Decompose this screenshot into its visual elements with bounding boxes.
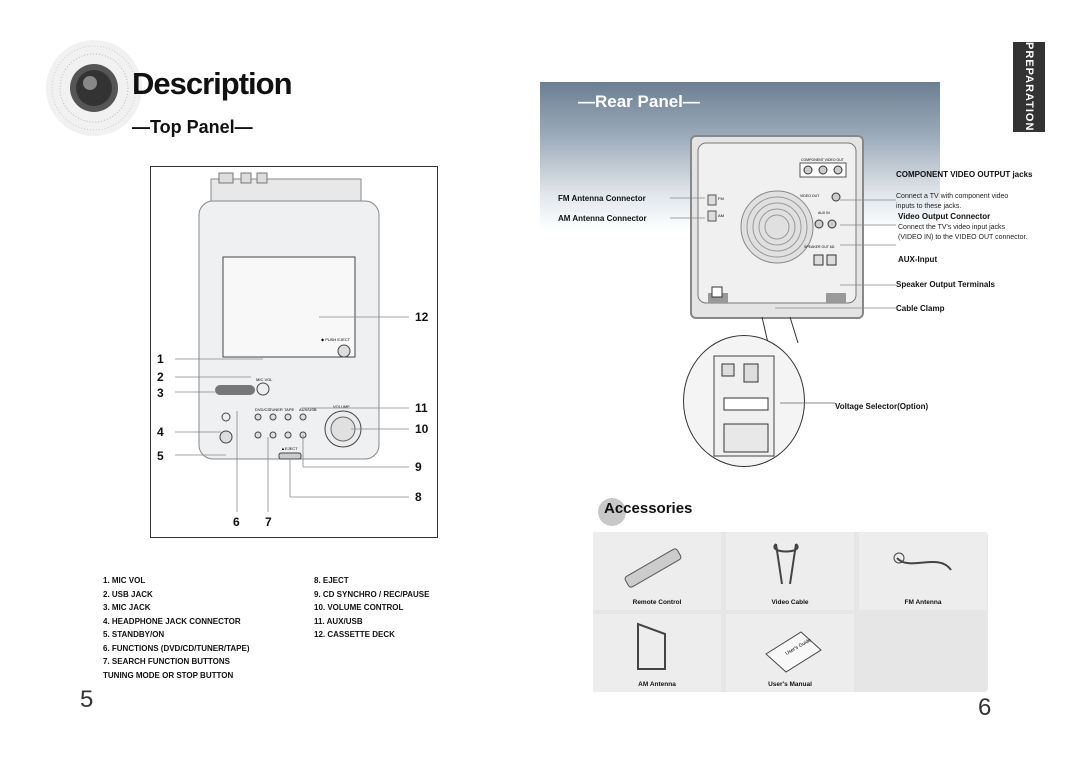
video-output-desc: Connect the TV's video input jacks (VIDE… xyxy=(898,224,1028,241)
video-output-title: Video Output Connector xyxy=(898,212,991,221)
fm-antenna-icon xyxy=(893,552,952,571)
legend-right: 8. EJECT 9. CD SYNCHRO / REC/PAUSE 10. V… xyxy=(314,574,429,642)
legend-item: 7. SEARCH FUNCTION BUTTONS xyxy=(103,657,230,666)
callout-12: 12 xyxy=(415,310,429,324)
aux-input-label: AUX-Input xyxy=(898,255,938,264)
callout-8: 8 xyxy=(415,490,422,504)
remote-control-icon xyxy=(624,548,682,588)
legend-item: 1. MIC VOL xyxy=(103,576,146,585)
top-panel-figure: ◆ PUSH EJECT MIC VOL DVD/CD TUNER TAPE A… xyxy=(150,166,438,538)
video-cable-icon xyxy=(773,543,799,585)
page-number-right: 6 xyxy=(978,694,992,721)
svg-text:FM: FM xyxy=(718,196,724,201)
svg-text:COMPONENT VIDEO OUT: COMPONENT VIDEO OUT xyxy=(801,158,845,162)
legend-item: 2. USB JACK xyxy=(103,589,153,599)
voltage-selector-zoom xyxy=(683,335,805,467)
voltage-selector-label: Voltage Selector(Option) xyxy=(835,402,929,411)
rear-panel-figure: FM AM COMPONENT VIDEO OUT VIDEO OUT AUX … xyxy=(690,135,864,319)
accessory-video-cable: Video Cable xyxy=(726,532,854,610)
legend-item: 12. CASSETTE DECK xyxy=(314,630,395,639)
legend-item: 5. STANDBY/ON xyxy=(103,630,165,639)
svg-text:VIDEO OUT: VIDEO OUT xyxy=(800,194,820,198)
legend-item: 6. FUNCTIONS (DVD/CD/TUNER/TAPE) xyxy=(103,643,250,653)
page-title: Description xyxy=(132,66,293,101)
svg-text:AM: AM xyxy=(718,213,724,218)
cable-clamp-label: Cable Clamp xyxy=(896,304,945,313)
callout-5: 5 xyxy=(157,449,164,463)
callout-2: 2 xyxy=(157,370,164,384)
legend-item: 4. HEADPHONE JACK CONNECTOR xyxy=(103,616,241,626)
legend-item: 8. EJECT xyxy=(314,576,349,585)
callout-9: 9 xyxy=(415,460,422,474)
legend-left: 1. MIC VOL 2. USB JACK 3. MIC JACK 4. HE… xyxy=(103,574,250,682)
section-tab: PREPARATION xyxy=(1013,42,1045,132)
component-output-title: COMPONENT VIDEO OUTPUT jacks xyxy=(896,170,1033,179)
legend-item: 11. AUX/USB xyxy=(314,616,363,626)
svg-text:DVD/CD: DVD/CD xyxy=(255,407,270,412)
legend-item: 3. MIC JACK xyxy=(103,603,151,612)
svg-text:VOLUME: VOLUME xyxy=(333,404,350,409)
callout-10: 10 xyxy=(415,422,429,436)
am-antenna-label: AM Antenna Connector xyxy=(558,214,647,223)
accessory-fm-antenna: FM Antenna xyxy=(859,532,987,610)
svg-text:◆ PUSH EJECT: ◆ PUSH EJECT xyxy=(321,337,351,342)
svg-text:▲EJECT: ▲EJECT xyxy=(281,446,298,451)
legend-item: 10. VOLUME CONTROL xyxy=(314,603,404,612)
component-output-desc: Connect a TV with component video inputs… xyxy=(896,193,1009,210)
top-panel-subtitle: —Top Panel— xyxy=(132,117,253,137)
speaker-terminals-label: Speaker Output Terminals xyxy=(896,280,995,289)
accessory-users-manual: User's Guide User's Manual xyxy=(726,614,854,692)
rear-panel-title: —Rear Panel— xyxy=(578,92,700,111)
svg-text:SPEAKER OUT 6Ω: SPEAKER OUT 6Ω xyxy=(804,245,835,249)
am-antenna-icon xyxy=(637,622,666,670)
svg-text:MIC VOL: MIC VOL xyxy=(256,377,273,382)
top-panel-illustration: ◆ PUSH EJECT MIC VOL DVD/CD TUNER TAPE A… xyxy=(175,172,409,512)
legend-item: 9. CD SYNCHRO / REC/PAUSE xyxy=(314,589,430,599)
svg-text:AUX/USB: AUX/USB xyxy=(299,407,317,412)
legend-item: TUNING MODE OR STOP BUTTON xyxy=(103,670,234,680)
voltage-line xyxy=(780,402,835,404)
users-manual-icon: User's Guide xyxy=(765,631,822,673)
callout-11: 11 xyxy=(415,401,428,415)
callout-6: 6 xyxy=(233,515,240,529)
page-number-left: 5 xyxy=(80,686,94,713)
rear-callout-lines xyxy=(670,197,896,309)
callout-3: 3 xyxy=(157,386,164,400)
fm-antenna-label: FM Antenna Connector xyxy=(558,194,646,203)
svg-text:TUNER: TUNER xyxy=(269,407,283,412)
accessories-title-circle xyxy=(598,498,626,526)
accessory-remote-control: Remote Control xyxy=(593,532,721,610)
svg-text:TAPE: TAPE xyxy=(284,407,294,412)
accessory-am-antenna: AM Antenna xyxy=(593,614,721,692)
speaker-graphic xyxy=(44,38,144,138)
zoom-connector-lines xyxy=(761,316,799,344)
svg-text:AUX IN: AUX IN xyxy=(818,211,830,215)
callout-4: 4 xyxy=(157,425,164,439)
accessories-grid: Remote Control Video Cable FM Antenna AM… xyxy=(593,532,988,692)
rear-panel-illustration: FM AM COMPONENT VIDEO OUT VIDEO OUT AUX … xyxy=(697,142,857,304)
callout-7: 7 xyxy=(265,515,272,529)
accessories-title: Accessories xyxy=(604,500,693,517)
callout-1: 1 xyxy=(157,352,164,366)
